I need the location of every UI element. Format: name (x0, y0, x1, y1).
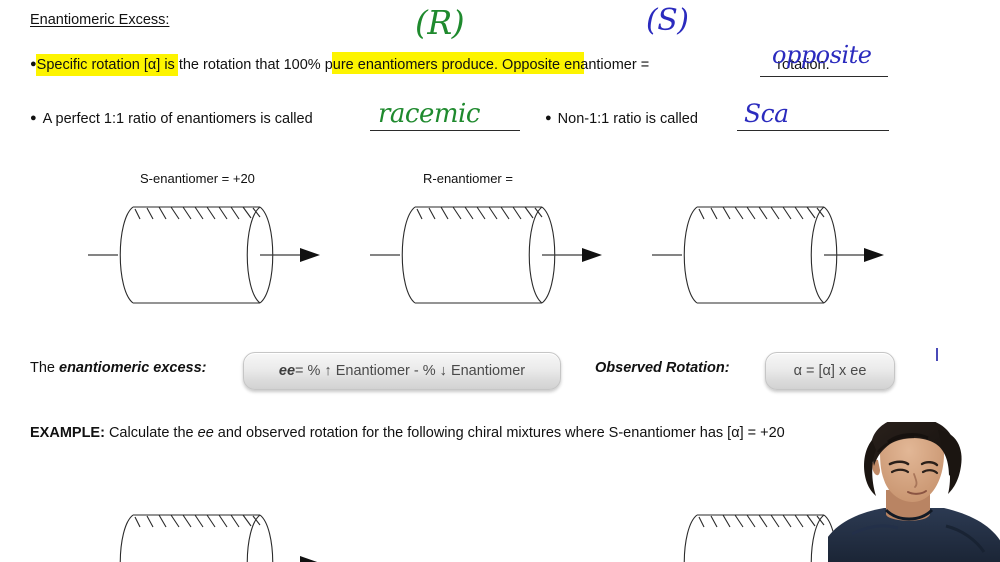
bullet-1-row: ●Specific rotation [α] is the rotation t… (30, 57, 830, 74)
blank-line-scalemic (737, 130, 889, 131)
bullet-3-label: Non-1:1 ratio is called (557, 111, 698, 127)
cylinder-diagram-2 (370, 190, 620, 330)
cylinder-diagram-1 (88, 190, 338, 330)
bullet-2-label: A perfect 1:1 ratio of enantiomers is ca… (42, 111, 313, 127)
example-text-emphasis: ee (197, 425, 214, 441)
bullet-1-text-d: rotation. (773, 57, 830, 73)
handwritten-r-label: (R) (415, 3, 465, 42)
highlight-specific-rotation (36, 54, 178, 76)
instructor-video-overlay (828, 422, 1000, 562)
highlight-pure-enantiomers (332, 52, 584, 74)
ee-formula-box: ee = % ↑ Enantiomer - % ↓ Enantiomer (243, 352, 561, 390)
handwritten-answer-opposite: opposite (772, 41, 872, 69)
bullet-2-marker: ● (30, 112, 37, 124)
blank-line-opposite (760, 76, 888, 77)
ee-formula-key: ee (278, 363, 296, 379)
handwritten-answer-scalemic: Sca (744, 99, 789, 128)
cylinder-diagram-3 (652, 190, 902, 330)
handwritten-stray-tick (936, 348, 938, 361)
page-title: Enantiomeric Excess: (30, 12, 170, 28)
ee-caption-emphasis: enantiomeric excess: (59, 360, 207, 376)
diagram-label-r-enantiomer: R-enantiomer = (423, 171, 513, 186)
diagram-label-s-enantiomer: S-enantiomer = +20 (140, 171, 255, 186)
cylinder-diagram-4 (88, 498, 338, 562)
example-label: EXAMPLE: (30, 425, 105, 441)
handwritten-answer-racemic: racemic (378, 99, 480, 129)
example-text-a: Calculate the (104, 425, 198, 441)
bullet-2-row: ● A perfect 1:1 ratio of enantiomers is c… (30, 111, 313, 128)
bullet-1-marker: ● (30, 58, 37, 70)
ee-caption-plain: The (30, 360, 60, 376)
bullet-1-text-b: 100% pure enantiomers produce. (283, 57, 499, 73)
ee-formula-rest: = % ↑ Enantiomer - % ↓ Enantiomer (295, 363, 526, 379)
handwritten-s-label: (S) (646, 3, 689, 38)
observed-rotation-formula-box: α = [α] x ee (765, 352, 895, 390)
observed-rotation-caption: Observed Rotation: (595, 360, 730, 376)
bullet-1-text-c: Opposite enantiomer = (498, 57, 654, 73)
example-line: EXAMPLE: Calculate the ee and observed r… (30, 425, 785, 442)
observed-rotation-formula: α = [α] x ee (793, 363, 867, 379)
blank-line-racemic (370, 130, 520, 131)
bullet-3-marker: ● (545, 112, 552, 124)
ee-caption: The enantiomeric excess: (30, 360, 207, 377)
example-text-b: and observed rotation for the following … (213, 425, 785, 441)
bullet-1-text-a: Specific rotation [α] is the rotation th… (36, 57, 284, 73)
bullet-3-row: ● Non-1:1 ratio is called (545, 111, 698, 128)
